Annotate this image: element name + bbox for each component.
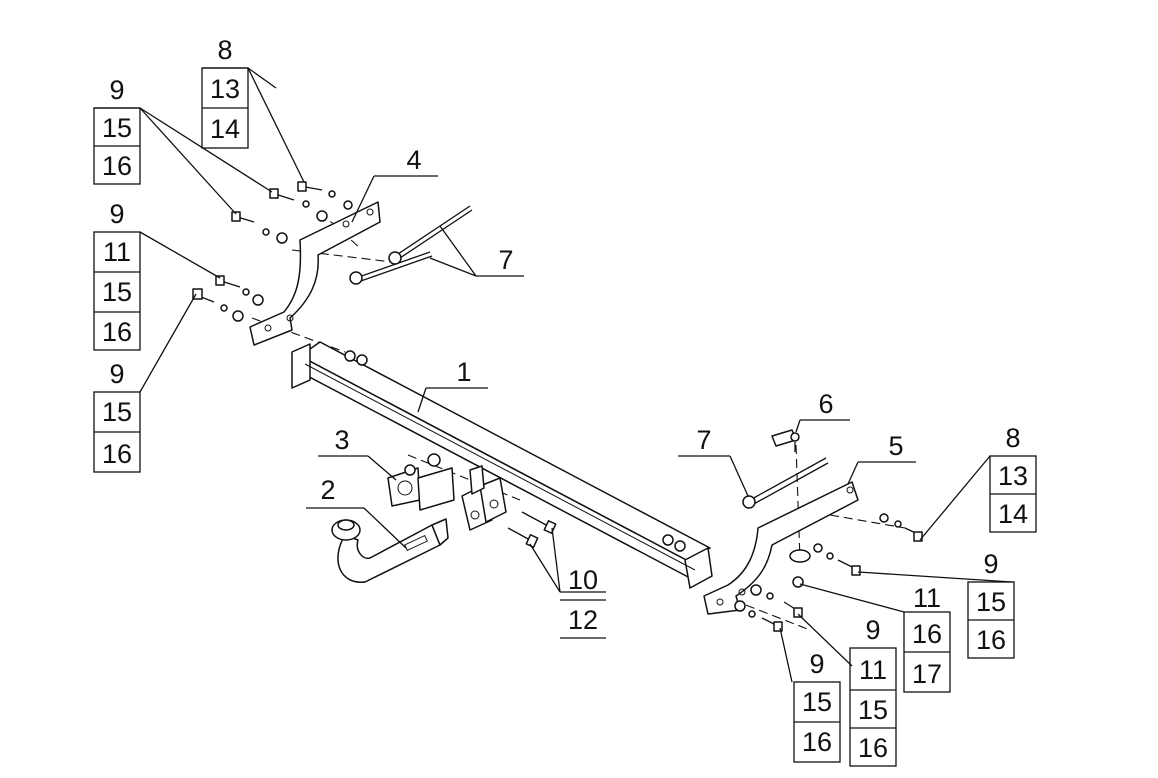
label-clip: 6 (818, 389, 833, 419)
wire-clip (771, 429, 800, 452)
right-side-bracket (703, 481, 859, 615)
center-mounting-flange (461, 465, 507, 531)
callout-label: 10 (568, 565, 598, 595)
callout-label: 12 (568, 605, 598, 635)
callout-label: 9 (809, 649, 824, 679)
left-fasteners-lower (192, 275, 264, 322)
callout-label: 13 (210, 74, 240, 104)
tow-ball-hook (331, 518, 449, 583)
callout-label: 15 (102, 277, 132, 307)
callout-label: 15 (102, 113, 132, 143)
part-number-labels: 1 2 3 4 7 6 7 5 (320, 145, 903, 505)
callout-right-b: 9 15 16 (967, 549, 1015, 659)
callout-label: 16 (858, 733, 888, 763)
label-ball-hook: 2 (320, 475, 335, 505)
callout-label: 15 (976, 587, 1006, 617)
label-wire-left: 7 (498, 245, 513, 275)
center-bolts (507, 511, 557, 548)
callout-label: 16 (102, 151, 132, 181)
callout-label: 9 (983, 549, 998, 579)
callout-label: 15 (858, 695, 888, 725)
leader-lines (139, 67, 1013, 683)
callout-label: 17 (912, 659, 942, 689)
label-wire-right: 7 (696, 425, 711, 455)
callout-right-a: 8 13 14 (989, 423, 1037, 533)
bottom-right-fasteners (734, 584, 803, 632)
right-fasteners (789, 513, 923, 588)
left-fasteners-upper (231, 181, 353, 244)
callout-label: 16 (102, 317, 132, 347)
left-wire-harness (349, 205, 473, 285)
callout-top-left-b: 9 15 16 (93, 75, 141, 185)
crossbar-tube (291, 341, 713, 589)
callout-bottom-b: 9 15 16 (793, 649, 841, 763)
label-crossbar: 1 (456, 357, 471, 387)
callout-label: 15 (102, 397, 132, 427)
callout-top-left-a: 8 13 14 (201, 35, 249, 149)
label-socket-plate: 3 (334, 425, 349, 455)
callout-label: 9 (109, 359, 124, 389)
callout-label: 11 (859, 655, 887, 685)
callout-label: 9 (109, 199, 124, 229)
callout-label: 14 (998, 499, 1028, 529)
callout-label: 11 (103, 237, 131, 267)
callout-right-c: 11 16 17 (903, 583, 951, 693)
callout-label: 8 (217, 35, 232, 65)
right-wire-harness (742, 457, 829, 509)
callout-label: 11 (913, 583, 941, 613)
socket-plate (387, 464, 455, 511)
callout-label: 8 (1005, 423, 1020, 453)
callout-label: 16 (102, 439, 132, 469)
callout-label: 13 (998, 461, 1028, 491)
callout-label: 16 (976, 625, 1006, 655)
callout-label: 16 (802, 727, 832, 757)
callout-label: 9 (109, 75, 124, 105)
callout-label: 9 (865, 615, 880, 645)
callout-label: 14 (210, 114, 240, 144)
callout-center-bolts: 10 12 (560, 565, 606, 639)
label-left-bracket: 4 (406, 145, 421, 175)
callout-label: 16 (912, 619, 942, 649)
callout-bottom-a: 9 11 15 16 (849, 615, 897, 767)
left-side-bracket (249, 201, 381, 346)
callout-left-mid-a: 9 11 15 16 (93, 199, 141, 351)
callout-left-mid-b: 9 15 16 (93, 359, 141, 473)
label-right-bracket: 5 (888, 431, 903, 461)
callout-label: 15 (802, 687, 832, 717)
